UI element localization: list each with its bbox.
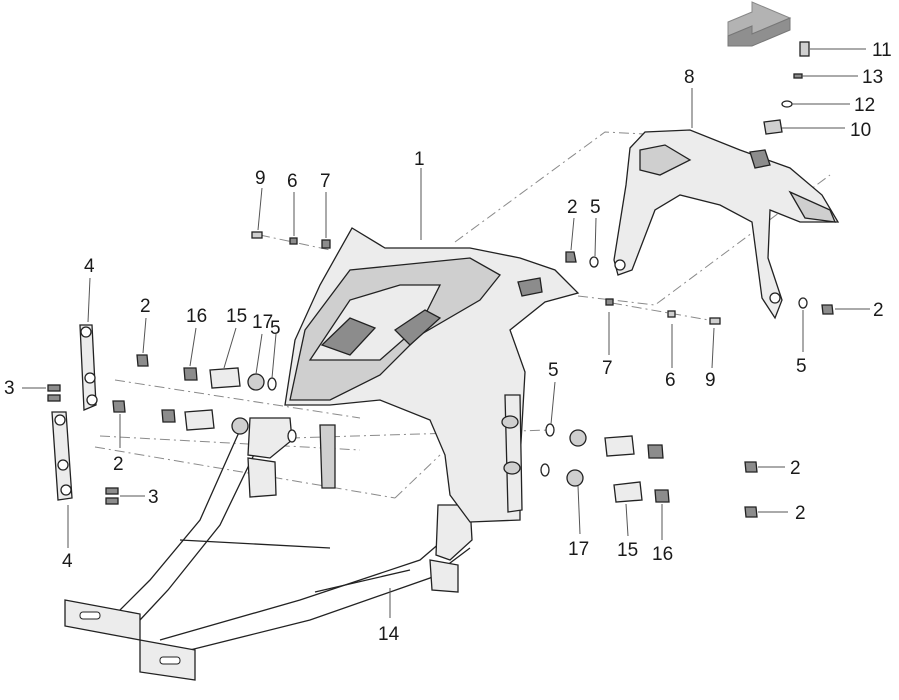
bracket-frame (64, 417, 473, 681)
callout-5-upper: 5 (590, 197, 601, 218)
fasteners (47, 41, 834, 518)
callout-2-left-upper: 2 (140, 296, 151, 317)
callout-8: 8 (684, 67, 695, 88)
callout-6-mid: 6 (665, 370, 676, 391)
callout-15-left: 15 (226, 306, 247, 327)
callout-16-right: 16 (652, 544, 673, 565)
callout-17-right: 17 (568, 539, 589, 560)
callout-12: 12 (854, 95, 875, 116)
leader-lines (22, 48, 870, 618)
callout-1: 1 (414, 149, 425, 170)
callout-11: 11 (872, 40, 892, 61)
callout-6-top: 6 (287, 171, 298, 192)
callout-13: 13 (862, 67, 883, 88)
callout-10: 10 (850, 120, 871, 141)
callout-17-left: 17 (252, 312, 273, 333)
callout-2-left-lower: 2 (113, 454, 124, 475)
callout-16-left: 16 (186, 306, 207, 327)
callout-7-mid: 7 (602, 358, 613, 379)
callout-3-left: 3 (4, 378, 15, 399)
callout-14: 14 (378, 624, 400, 645)
callout-2-right: 2 (873, 300, 884, 321)
callout-5-right: 5 (796, 356, 807, 377)
front-fender (284, 227, 580, 523)
callout-9-mid: 9 (705, 370, 716, 391)
callout-15-right: 15 (617, 540, 638, 561)
callout-5-left: 5 (270, 318, 281, 339)
callout-7-top: 7 (320, 171, 331, 192)
callout-4-top: 4 (84, 256, 95, 277)
callout-4-bottom: 4 (62, 551, 73, 572)
callout-9-top: 9 (255, 168, 266, 189)
callout-2-lower-right-b: 2 (795, 503, 806, 524)
callout-labels: 1 8 11 13 12 10 9 6 7 2 5 7 6 9 5 2 4 4 … (4, 40, 892, 645)
callout-3-lower: 3 (148, 487, 159, 508)
callout-2-upper: 2 (567, 197, 578, 218)
upper-mudguard (613, 129, 840, 320)
callout-5-lower-right: 5 (548, 360, 559, 381)
callout-2-lower-right-a: 2 (790, 458, 801, 479)
direction-arrow-icon (727, 1, 792, 47)
